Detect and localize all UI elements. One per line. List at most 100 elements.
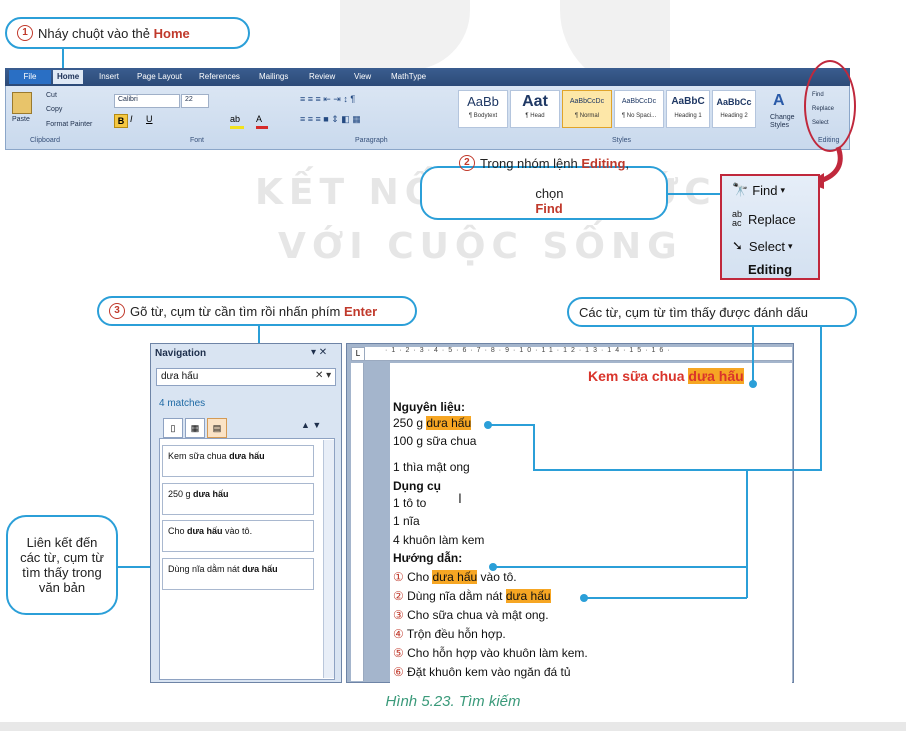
search-input[interactable]: dưa hấu ✕ ▾	[156, 368, 336, 386]
clear-search-icon[interactable]: ✕ ▾	[315, 370, 332, 381]
tool-1: 1 tô to	[393, 496, 427, 510]
nav-result-4[interactable]: Dùng nĩa dằm nát dưa hấu	[162, 558, 314, 590]
horizontal-ruler[interactable]: ·1·2·3·4·5·6·7·8·9·10·11·12·13·14·15·16·	[365, 347, 792, 361]
result-post: vào tô.	[222, 526, 253, 536]
doc-title-pre: Kem sữa chua	[588, 368, 689, 384]
pages-view-icon[interactable]: ▦	[185, 418, 205, 438]
step-5: ⑤ Cho hỗn hợp vào khuôn làm kem.	[393, 646, 588, 660]
step-4-text: Trộn đều hỗn hợp.	[406, 627, 506, 641]
ingredient-1: 250 g dưa hấu	[393, 416, 472, 430]
results-scrollbar[interactable]	[323, 440, 334, 678]
result-match: dưa hấu	[187, 526, 223, 536]
step-number-1: 1	[17, 25, 33, 41]
step-5-num: ⑤	[393, 646, 404, 660]
style-heading-2[interactable]: AaBbCc Heading 2	[712, 90, 756, 128]
step-6-text: Đặt khuôn kem vào ngăn đá tủ	[407, 665, 571, 679]
callout-3-key: Enter	[343, 303, 378, 319]
step-1-pre: Cho	[407, 570, 433, 584]
prev-next-icons[interactable]: ▲ ▼	[301, 420, 322, 430]
ingredient-3: 1 thìa mật ong	[393, 460, 470, 474]
tab-selector[interactable]: L	[351, 347, 365, 361]
tab-home[interactable]: Home	[53, 70, 84, 84]
tab-insert[interactable]: Insert	[99, 72, 120, 81]
close-icon[interactable]: ▾ ✕	[311, 347, 328, 358]
chevron-down-icon: ▾	[788, 240, 793, 251]
navigation-title: Navigation	[155, 348, 207, 359]
paste-icon[interactable]	[12, 92, 32, 114]
step-number-2: 2	[458, 155, 475, 171]
watermark-line-2: VỚI CUỘC SỐNG	[278, 226, 683, 267]
result-match: dưa hấu	[242, 564, 278, 574]
callout-step-2: 2 Trong nhóm lệnh Editing , chọn Find	[420, 155, 668, 220]
callout-3-text: Gõ từ, cụm từ cần tìm rồi nhấn phím	[130, 303, 344, 319]
paragraph-align-icons[interactable]: ≡ ≡ ≡ ■ ⇕ ◧ ▦	[300, 114, 361, 124]
tab-references[interactable]: References	[199, 72, 240, 81]
find-button[interactable]: 🔭 Find ▾	[732, 182, 785, 198]
chevron-down-icon: ▾	[780, 184, 786, 195]
style-name: ¶ No Spaci...	[621, 113, 657, 119]
underline-button[interactable]: U	[146, 114, 153, 124]
style-heading-1[interactable]: AaBbC Heading 1	[666, 90, 710, 128]
step-2-match: dưa hấu	[505, 589, 551, 603]
tab-mathtype[interactable]: MathType	[391, 72, 427, 81]
select-label: Select	[748, 238, 786, 254]
style-head[interactable]: Aat ¶ Head	[510, 90, 560, 128]
format-painter-button[interactable]: Format Painter	[46, 121, 93, 128]
highlight-color-icon[interactable]: ab	[230, 114, 244, 129]
callout-5-line-3: tìm thấy trong	[22, 565, 102, 580]
connector-2	[668, 193, 720, 195]
style-normal[interactable]: AaBbCcDc ¶ Normal	[562, 90, 612, 128]
results-view-icon[interactable]: ▤	[207, 418, 227, 438]
step-1-post: vào tô.	[477, 570, 517, 584]
result-pre: 250 g	[168, 489, 194, 499]
callout-1-key: Home	[153, 25, 190, 41]
style-name: ¶ Bodytext	[468, 113, 498, 119]
paragraph-list-icons[interactable]: ≡ ≡ ≡ ⇤ ⇥ ↕ ¶	[300, 94, 356, 104]
font-size-value: 22	[185, 96, 193, 103]
nav-result-2[interactable]: 250 g dưa hấu	[162, 483, 314, 515]
result-pre: Dùng nĩa dằm nát	[168, 564, 243, 574]
connector-1	[62, 49, 64, 71]
step-2-num: ②	[393, 589, 404, 603]
change-styles-button[interactable]: Change Styles	[770, 114, 795, 129]
italic-button[interactable]: I	[130, 114, 133, 124]
headings-view-icon[interactable]: ▯	[163, 418, 183, 438]
connector-4g	[492, 566, 747, 568]
font-size-box[interactable]: 22	[181, 94, 209, 108]
callout-step-1: 1 Nháy chuột vào thẻ Home	[5, 17, 250, 49]
paste-button[interactable]: Paste	[12, 116, 30, 123]
change-styles-icon[interactable]: A	[773, 92, 785, 109]
style-bodytext[interactable]: AaBb ¶ Bodytext	[458, 90, 508, 128]
cut-button[interactable]: Cut	[46, 92, 57, 99]
tab-page-layout[interactable]: Page Layout	[137, 72, 182, 81]
font-group-label: Font	[190, 137, 205, 144]
connector-4b	[820, 327, 822, 470]
connector-4c	[533, 469, 822, 471]
replace-label: Replace	[748, 211, 796, 227]
tab-mailings[interactable]: Mailings	[259, 72, 289, 81]
step-1-num: ①	[393, 570, 404, 584]
copy-button[interactable]: Copy	[46, 106, 63, 113]
font-name-box[interactable]: Calibri	[114, 94, 180, 108]
style-name: ¶ Normal	[574, 113, 600, 119]
result-pre: Cho	[168, 526, 188, 536]
tool-3: 4 khuôn làm kem	[393, 533, 485, 547]
bold-button[interactable]: B	[114, 114, 128, 128]
doc-title-match: dưa hấu	[688, 368, 744, 384]
font-color-icon[interactable]: A	[256, 114, 268, 129]
step-5-text: Cho hỗn hợp vào khuôn làm kem.	[407, 646, 588, 660]
style-name: Heading 1	[674, 113, 702, 119]
style-no-spacing[interactable]: AaBbCcDc ¶ No Spaci...	[614, 90, 664, 128]
vertical-ruler[interactable]	[351, 363, 364, 681]
tab-view[interactable]: View	[354, 72, 372, 81]
tab-review[interactable]: Review	[309, 72, 336, 81]
nav-result-3[interactable]: Cho dưa hấu vào tô.	[162, 520, 314, 552]
select-button[interactable]: ➘ Select ▾	[732, 238, 793, 254]
nav-result-1[interactable]: Kem sữa chua dưa hấu	[162, 445, 314, 477]
step-4: ④ Trộn đều hỗn hợp.	[393, 627, 506, 641]
tab-file[interactable]: File	[9, 70, 51, 84]
step-6-num: ⑥	[393, 665, 404, 679]
cursor-arrow-icon: ➘	[732, 238, 743, 253]
